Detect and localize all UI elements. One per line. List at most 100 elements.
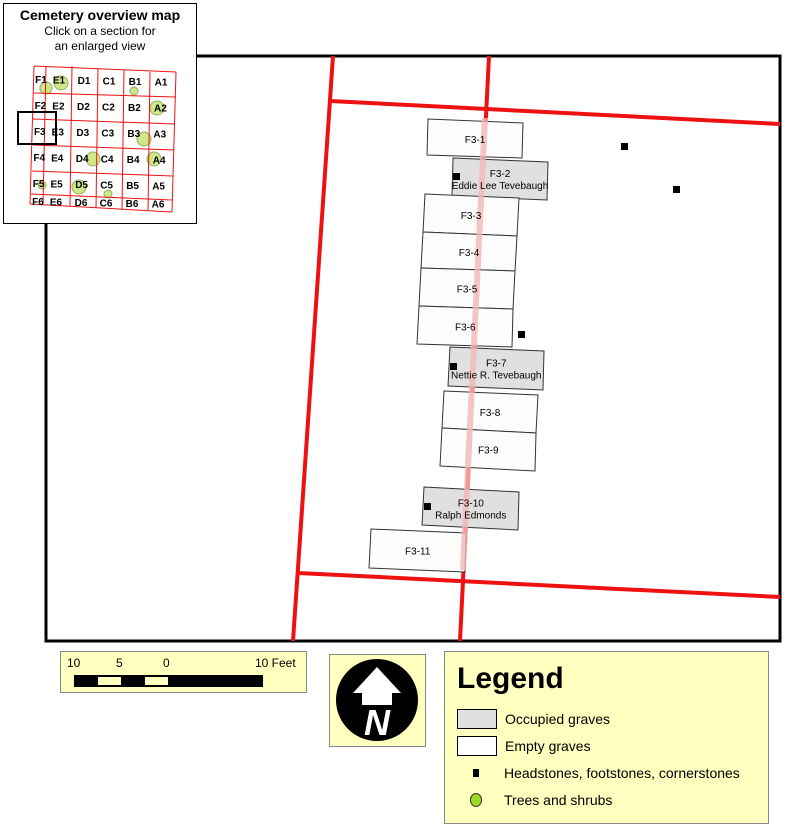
grave-id-label: F3-1 [465,135,486,146]
empty-grave[interactable] [416,305,514,348]
overview-section-a6[interactable]: A6 [152,200,165,211]
grave-id-label: F3-2 [490,169,511,180]
scale-label: 10 Feet [255,656,296,670]
overview-section-f6[interactable]: F6 [32,197,44,208]
section-line [297,571,781,599]
north-arrow-icon: N [336,659,418,743]
tree-icon [53,75,69,91]
legend-label: Empty graves [505,738,591,754]
overview-section-b3[interactable]: B3 [127,129,140,140]
overview-section-b1[interactable]: B1 [129,77,142,88]
headstones [424,143,680,510]
legend-item-headstones: Headstones, footstones, cornerstones [457,765,740,781]
grave-id-label: F3-5 [457,285,478,296]
tree-icon [146,151,162,167]
overview-section-e3[interactable]: E3 [52,128,65,139]
section-line [291,55,335,642]
empty-grave[interactable] [368,528,467,573]
headstone-marker [673,186,680,193]
overview-section-e6[interactable]: E6 [50,198,63,209]
empty-grave[interactable] [439,427,537,472]
overview-section-d1[interactable]: D1 [78,76,91,87]
headstone-marker [424,503,431,510]
overview-section-c3[interactable]: C3 [101,129,114,140]
overview-section-d3[interactable]: D3 [76,128,89,139]
scale-bar: 10 5 0 10 Feet [60,651,307,693]
overview-section-c6[interactable]: C6 [100,199,113,210]
overview-section-b5[interactable]: B5 [126,181,139,192]
overview-section-a5[interactable]: A5 [152,182,165,193]
headstone-marker [621,143,628,150]
overview-section-a2[interactable]: A2 [154,104,167,115]
scale-label: 10 [67,656,81,670]
scale-bar-graphic [74,675,263,687]
overview-section-e1[interactable]: E1 [53,76,66,87]
overview-title: Cemetery overview map [19,7,181,23]
overview-section-c4[interactable]: C4 [101,155,114,166]
overview-section-f2[interactable]: F2 [35,101,47,112]
overview-section-f5[interactable]: F5 [33,179,45,190]
legend-item-trees: Trees and shrubs [457,792,612,808]
grave-id-label: F3-6 [455,323,476,334]
overview-section-a1[interactable]: A1 [155,78,168,89]
headstone-marker [453,173,460,180]
grave-id-label: F3-8 [480,408,501,419]
grave-occupant-name: Eddie Lee Tevebaugh [452,181,549,192]
selected-section-highlight[interactable] [17,111,57,145]
overview-section-d5[interactable]: D5 [75,180,88,191]
overview-section-f4[interactable]: F4 [33,153,45,164]
grave-id-label: F3-10 [458,499,485,510]
overview-section-e4[interactable]: E4 [51,154,64,165]
overview-section-b6[interactable]: B6 [126,199,139,210]
legend-label: Occupied graves [505,711,611,727]
overview-section-c5[interactable]: C5 [100,181,113,192]
overview-section-d4[interactable]: D4 [76,154,89,165]
section-line-overlay [460,117,488,571]
legend-item-occupied: Occupied graves [457,709,610,729]
grave-id-label: F3-3 [461,211,482,222]
legend-item-empty: Empty graves [457,736,591,756]
legend-title: Legend [457,662,564,695]
headstone-marker [518,331,525,338]
tree-icon [71,179,87,195]
occupied-swatch [457,709,497,729]
overview-section-b2[interactable]: B2 [128,103,141,114]
tree-icon [136,131,152,147]
section-line [329,99,781,126]
grave-id-label: F3-9 [478,446,499,457]
overview-section-e5[interactable]: E5 [50,180,63,191]
tree-icon [103,189,113,199]
tree-icon [470,793,482,807]
overview-section-c2[interactable]: C2 [102,103,115,114]
overview-section-a3[interactable]: A3 [153,130,166,141]
svg-text:N: N [364,702,391,743]
overview-section-d2[interactable]: D2 [77,102,90,113]
tree-icon [149,100,165,116]
scale-label: 5 [116,656,123,670]
grave-id-label: F3-11 [405,547,431,558]
occupied-grave[interactable] [421,486,520,531]
overview-section-d6[interactable]: D6 [75,198,88,209]
overview-section-f3[interactable]: F3 [34,127,46,138]
north-arrow: N [329,654,426,747]
scale-label: 0 [163,656,170,670]
overview-section-a4[interactable]: A4 [153,156,166,167]
overview-section-lines [29,65,177,213]
empty-grave[interactable] [426,118,524,159]
overview-subtitle: Click on a section for [44,24,156,38]
headstone-marker [450,363,457,370]
legend-label: Trees and shrubs [504,792,613,808]
overview-section-e2[interactable]: E2 [52,102,65,113]
overview-subtitle: an enlarged view [54,39,146,53]
tree-icon [37,180,47,190]
overview-section-c1[interactable]: C1 [103,77,116,88]
headstone-icon [473,769,479,777]
overview-section-f1[interactable]: F1 [35,75,47,86]
overview-section-b4[interactable]: B4 [127,155,140,166]
grave-id-label: F3-7 [486,359,507,370]
legend: Legend Occupied graves Empty graves Head… [444,651,769,824]
grave-id-label: F3-4 [459,248,480,259]
occupied-grave[interactable] [451,157,549,201]
